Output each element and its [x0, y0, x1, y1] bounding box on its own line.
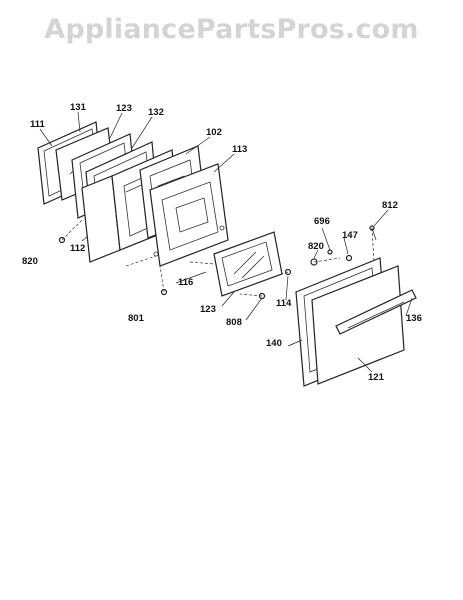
- label-808: 808: [226, 317, 242, 328]
- label-696: 696: [314, 216, 330, 227]
- label-114: 114: [276, 298, 292, 309]
- label-112: 112: [70, 243, 85, 254]
- label-116: 116: [178, 277, 193, 288]
- label-132: 132: [148, 107, 164, 118]
- label-801: 801: [128, 313, 145, 324]
- label-812: 812: [382, 200, 398, 211]
- label-136: 136: [406, 313, 422, 324]
- part-113-outer-panel: [149, 163, 229, 267]
- alignment-lines: [61, 219, 375, 297]
- label-123-upper: 123: [116, 103, 132, 114]
- label-140: 140: [266, 338, 282, 349]
- label-121: 121: [368, 372, 385, 383]
- label-820-right: 820: [308, 241, 324, 252]
- label-131: 131: [70, 102, 87, 113]
- label-102: 102: [206, 127, 222, 138]
- label-820-left: 820: [22, 256, 38, 267]
- label-147: 147: [342, 230, 358, 241]
- watermark-logo: AppliancePartsPros.com: [44, 14, 419, 45]
- leader-lines: [39, 111, 413, 373]
- label-123-lower: 123: [200, 304, 216, 315]
- label-113: 113: [232, 144, 247, 155]
- part-136-handle: [335, 289, 417, 335]
- label-111: 111: [30, 119, 46, 130]
